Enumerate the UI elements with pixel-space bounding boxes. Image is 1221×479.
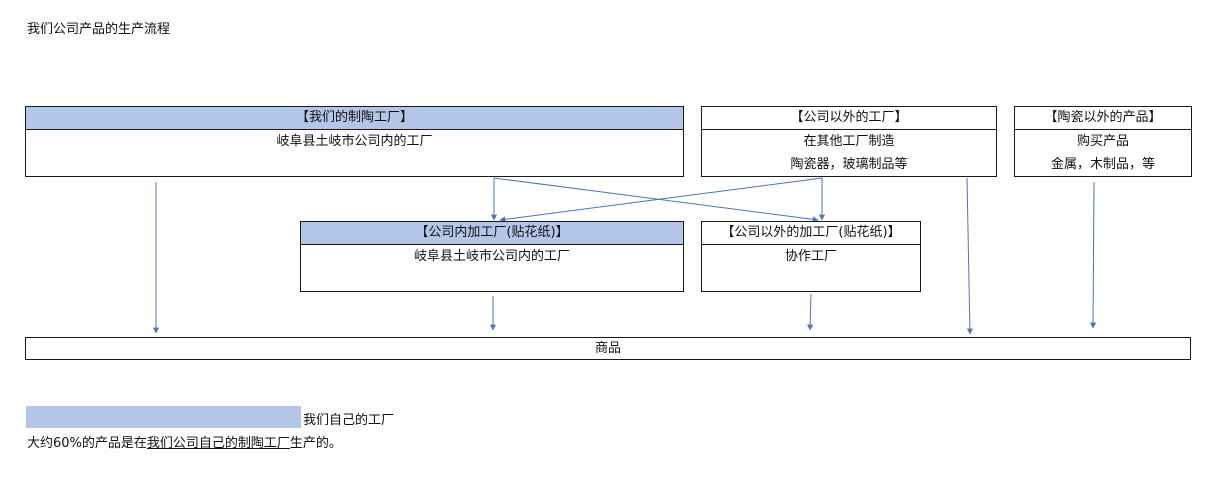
product-box: 商品 bbox=[25, 337, 1191, 360]
non-ceramic-box: 【陶瓷以外的产品】 购买产品 金属，木制品，等 bbox=[1014, 106, 1192, 177]
outside-processing-box: 【公司以外的加工厂(贴花纸)】 协作工厂 bbox=[701, 221, 921, 292]
own-factory-header: 【我们的制陶工厂】 bbox=[26, 107, 683, 130]
diagram-title: 我们公司产品的生产流程 bbox=[27, 22, 171, 37]
outside-processing-header: 【公司以外的加工厂(贴花纸)】 bbox=[702, 222, 920, 245]
outside-processing-line-1: 协作工厂 bbox=[784, 249, 837, 264]
arrow-nonceramic-to-product bbox=[1090, 181, 1097, 329]
inhouse-processing-box: 【公司内加工厂(贴花纸)】 岐阜县土岐市公司内的工厂 bbox=[300, 221, 684, 292]
footnote: 大约60%的产品是在我们公司自己的制陶工厂生产的。 bbox=[27, 432, 342, 451]
inhouse-processing-header: 【公司内加工厂(贴花纸)】 bbox=[301, 222, 683, 245]
own-factory-box: 【我们的制陶工厂】 岐阜县土岐市公司内的工厂 bbox=[25, 106, 684, 177]
outside-factory-box: 【公司以外的工厂】 在其他工厂制造 陶瓷器，玻璃制品等 bbox=[701, 106, 997, 177]
inhouse-processing-line-1: 岐阜县土岐市公司内的工厂 bbox=[413, 249, 570, 264]
legend-swatch bbox=[26, 406, 301, 428]
outside-factory-line-1: 在其他工厂制造 bbox=[803, 134, 895, 149]
arrow-outside-to-product bbox=[966, 177, 973, 335]
own-factory-line-1: 岐阜县土岐市公司内的工厂 bbox=[276, 134, 433, 149]
footnote-before: 大约60%的产品是在 bbox=[27, 436, 147, 451]
footnote-underlined: 我们公司自己的制陶工厂 bbox=[146, 436, 290, 451]
legend-label: 我们自己的工厂 bbox=[303, 413, 395, 428]
arrow-own-to-outside-processing bbox=[493, 177, 819, 223]
non-ceramic-header: 【陶瓷以外的产品】 bbox=[1015, 107, 1191, 130]
arrow-outside-to-inhouse bbox=[499, 177, 823, 223]
outside-factory-header: 【公司以外的工厂】 bbox=[702, 107, 996, 130]
non-ceramic-line-1: 购买产品 bbox=[1076, 134, 1129, 149]
arrow-outside-processing-to-product bbox=[807, 293, 814, 331]
non-ceramic-line-2: 金属，木制品，等 bbox=[1050, 157, 1155, 172]
footnote-after: 生产的。 bbox=[289, 436, 342, 451]
outside-factory-line-2: 陶瓷器，玻璃制品等 bbox=[790, 157, 908, 172]
